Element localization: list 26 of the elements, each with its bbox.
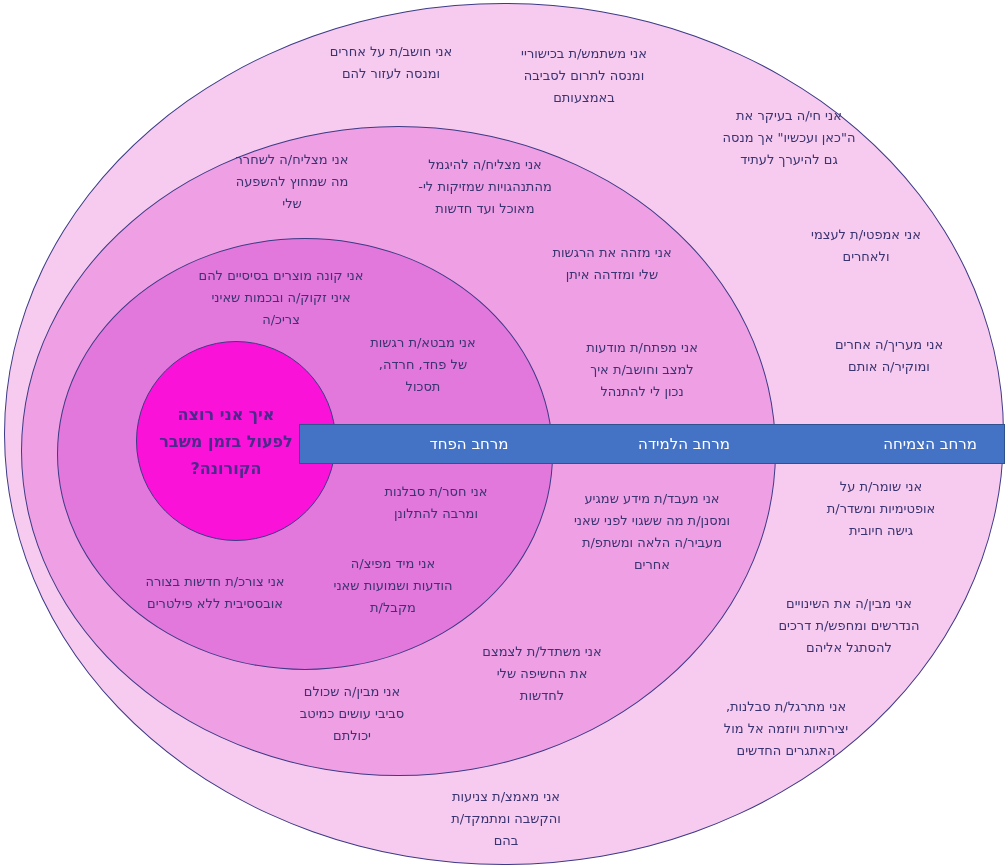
statement-text: אני מבין/ה את השינויים הנדרשים ומחפש/ת דרכים להסתגל אליהם (777, 594, 921, 658)
statement-text: אני מעריך/ה אחרים ומוקיר/ה אותם (833, 335, 945, 376)
statement-text: אני מפתח/ת מודעות למצב וחושב/ת איך נכון לי להתנהל (585, 338, 699, 402)
zone-label: מרחב הצמיחה (883, 435, 977, 453)
statement-text: אני חסר/ת סבלנות ומרבה להתלונן (383, 482, 489, 523)
statement-text: אני מזהה את הרגשות שלי ומזדהה איתן (552, 243, 672, 284)
statement-text: אני משתדל/ת לצמצם את החשיפה שלי לחדשות (482, 642, 602, 706)
statement-text: אני מאמצ/ת צניעות והקשבה ומתמקד/ת בהם (450, 787, 562, 851)
zone-band (299, 424, 1005, 464)
statement-text: אני חושב/ת על אחרים ומנסה לעזור להם (328, 42, 454, 83)
statement-text: אני שומר/ת על אופטימיות ומשדר/ת גישה חיובית (825, 477, 937, 541)
statement-text: אני מעבד/ת מידע שמגיע ומסנן/ת מה ששגוי לפני שאני מעביר/ה הלאה ומשתפ/ת אחרים (572, 489, 732, 575)
statement-text: אני מבין/ה שכולם סביבי עושים כמיטב יכולתם (298, 682, 406, 746)
question-text: איך אני רוצה לפעול בזמן משבר הקורונה? (158, 404, 294, 481)
zone-label: מרחב הפחד (429, 435, 509, 453)
statement-text: אני משתמש/ת בכישוריי ומנסה לתרום לסביבה באמצעותם (520, 44, 648, 108)
statement-text: אני קונה מוצרים בסיסיים להם איני זקוק/ה ובכמות שאיני צריכ/ה (197, 266, 365, 330)
statement-text: אני אמפטי/ת לעצמי ולאחרים (810, 225, 922, 266)
statement-text: אני מצליח/ה לשחרר מה שמחוץ להשפעה שלי (234, 150, 350, 214)
statement-text: אני מצליח/ה להיגמל מהתנהגויות שמזיקות לי- מאוכל ועד חדשות (417, 155, 553, 219)
zone-label: מרחב הלמידה (638, 435, 730, 453)
statement-text: אני מבטא/ת רגשות של פחד, חרדה, תסכול (369, 333, 477, 397)
statement-text: אני חי/ה בעיקר את ה"כאן ועכשיו" אך מנסה גם להיערך לעתיד (721, 106, 857, 170)
statement-text: אני צורכ/ת חדשות בצורה אובססיבית ללא פילטרים (145, 572, 285, 613)
statement-text: אני מתרגל/ת סבלנות, יצירתיות ויוזמה אל מול האתגרים החדשים (722, 697, 850, 761)
statement-text: אני מיד מפיצ/ה הודעות ושמועות שאני מקבל/ת (333, 554, 453, 618)
